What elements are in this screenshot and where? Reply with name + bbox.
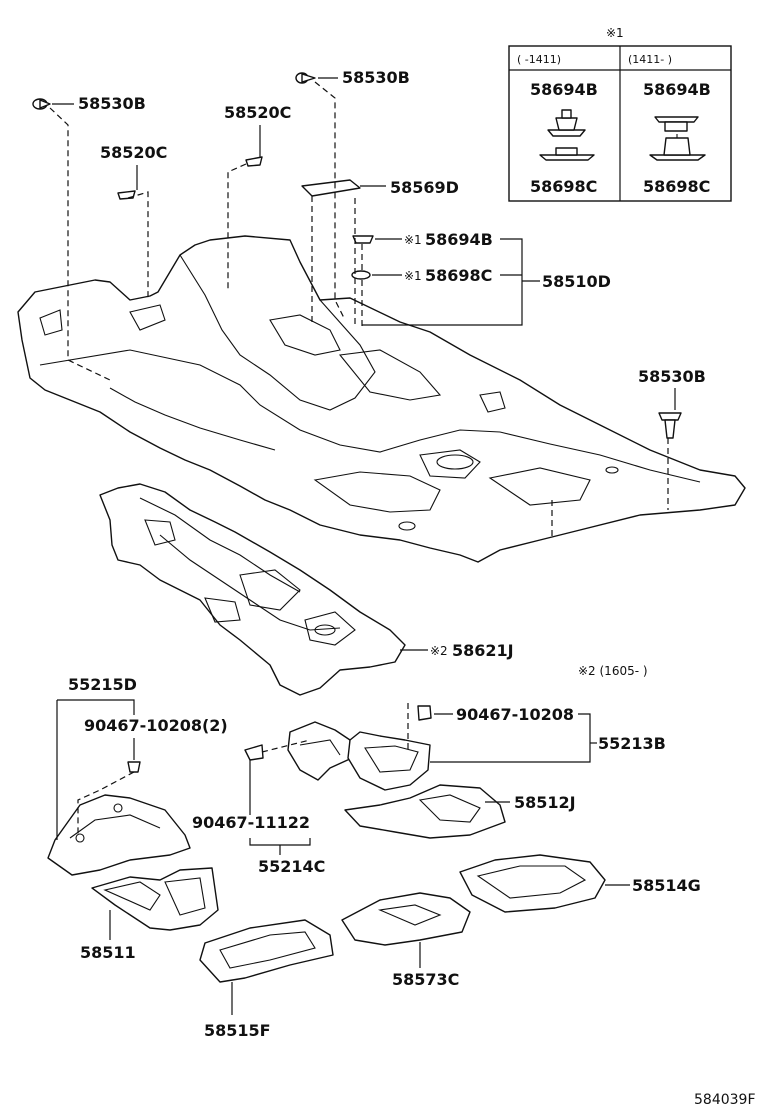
- mark-2-note: ※2 (1605- ): [578, 664, 648, 678]
- tray-55215D: [47, 794, 191, 876]
- label-58510D: 58510D: [542, 272, 611, 291]
- mark-1-b: ※1: [404, 269, 422, 283]
- floor-insulator-58621J: [99, 483, 406, 696]
- clip-90467-10208-2: [127, 761, 141, 773]
- label-58530B-right: 58530B: [638, 367, 706, 386]
- label-55215D: 55215D: [68, 675, 137, 694]
- bracket-55214C: [287, 721, 353, 781]
- legend-box: ※1 ( -1411) (1411- ) 58694B 58698C 58694…: [508, 26, 732, 202]
- mark-2-a: ※2: [430, 644, 448, 658]
- pad-58515F: [199, 919, 334, 983]
- clip-icon-old: [539, 109, 595, 161]
- label-58520C-mid: 58520C: [224, 103, 291, 122]
- clip-58530B-left: [32, 98, 51, 110]
- pad-58512J: [344, 784, 506, 839]
- label-58515F: 58515F: [204, 1021, 271, 1040]
- label-55213B: 55213B: [598, 734, 666, 753]
- pad-58569D: [301, 179, 361, 197]
- label-58621J: 58621J: [452, 641, 514, 660]
- clip-58530B-right: [658, 412, 682, 439]
- label-90467-11122: 90467-11122: [192, 813, 310, 832]
- label-58569D: 58569D: [390, 178, 459, 197]
- leader-lines: [52, 77, 676, 1015]
- clip-58698C: [351, 270, 371, 280]
- label-90467-10208-2: 90467-10208(2): [84, 716, 228, 735]
- clip-58530B-top: [295, 72, 316, 84]
- legend-col2-bottom: 58698C: [643, 177, 710, 196]
- legend-col2-header: (1411- ): [628, 53, 672, 66]
- legend-col2-top: 58694B: [643, 80, 711, 99]
- mark-1-a: ※1: [404, 233, 422, 247]
- clip-icon-new: [649, 116, 706, 161]
- bolt-90467-11122: [244, 744, 264, 761]
- clip-58520C-left: [117, 190, 136, 200]
- clip-58520C-mid: [245, 156, 263, 167]
- label-58520C-left: 58520C: [100, 143, 167, 162]
- fastener-guides: [49, 81, 669, 835]
- pad-58573C: [341, 892, 471, 946]
- diagram-code: 584039F: [694, 1092, 756, 1108]
- label-58698C: 58698C: [425, 266, 492, 285]
- label-58511: 58511: [80, 943, 136, 962]
- legend-col1-header: ( -1411): [517, 53, 561, 66]
- bolt-90467-10208: [417, 705, 432, 721]
- pad-58514G: [459, 854, 606, 913]
- label-90467-10208: 90467-10208: [456, 705, 574, 724]
- label-58573C: 58573C: [392, 970, 459, 989]
- label-58514G: 58514G: [632, 876, 701, 895]
- part-labels: 58530B 58530B 58530B 58520C 58520C 58569…: [68, 68, 756, 1108]
- legend-col1-bottom: 58698C: [530, 177, 597, 196]
- label-58530B-top: 58530B: [342, 68, 410, 87]
- pad-58511: [91, 867, 219, 931]
- bracket-55213B: [347, 731, 431, 791]
- legend-col1-top: 58694B: [530, 80, 598, 99]
- floor-carpet-58510D: [17, 235, 746, 563]
- label-58512J: 58512J: [514, 793, 576, 812]
- legend-title: ※1: [606, 26, 624, 40]
- label-58694B: 58694B: [425, 230, 493, 249]
- label-55214C: 55214C: [258, 857, 325, 876]
- label-58530B-left: 58530B: [78, 94, 146, 113]
- clip-58694B: [352, 235, 374, 244]
